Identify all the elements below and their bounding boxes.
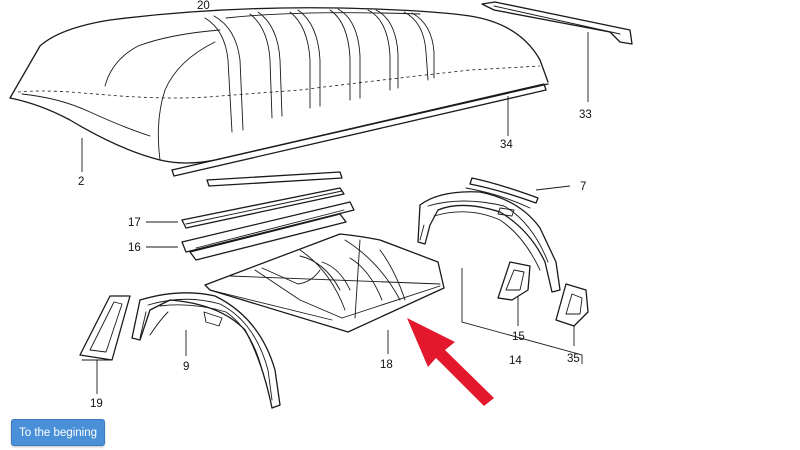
callout-18: 18: [380, 359, 393, 371]
callout-20: 20: [197, 0, 210, 12]
strip-part-7: [465, 177, 539, 209]
top-strip-part-33: [481, 1, 633, 45]
callout-19: 19: [90, 398, 103, 410]
rail-part-16: [181, 201, 355, 261]
callout-35: 35: [567, 353, 580, 365]
callout-17: 17: [128, 217, 141, 229]
bracket-part-35: [555, 283, 589, 327]
callout-34: 34: [500, 139, 513, 151]
arch-part-9: [131, 292, 281, 409]
rail-part-17: [181, 171, 345, 229]
leader-lines: [81, 32, 589, 394]
floor-panel-part-18: [204, 233, 445, 333]
callout-2: 2: [78, 176, 84, 188]
callout-15: 15: [512, 331, 525, 343]
callout-9: 9: [183, 361, 189, 373]
callout-14: 14: [509, 355, 522, 367]
callout-labels: 20 33 34 2 7 17 16 15 14 35 18 9 19: [78, 0, 592, 410]
highlight-arrow: [407, 318, 494, 406]
bracket-part-15: [497, 261, 531, 301]
callout-7: 7: [580, 181, 586, 193]
roof-shell-part-2: [9, 7, 549, 164]
to-the-beginning-button[interactable]: To the begining: [11, 419, 105, 446]
corner-bracket-part-19: [79, 295, 131, 361]
arch-part-14: [417, 191, 561, 293]
callout-16: 16: [128, 242, 141, 254]
side-rail-part-34: [171, 83, 547, 177]
callout-33: 33: [579, 109, 592, 121]
